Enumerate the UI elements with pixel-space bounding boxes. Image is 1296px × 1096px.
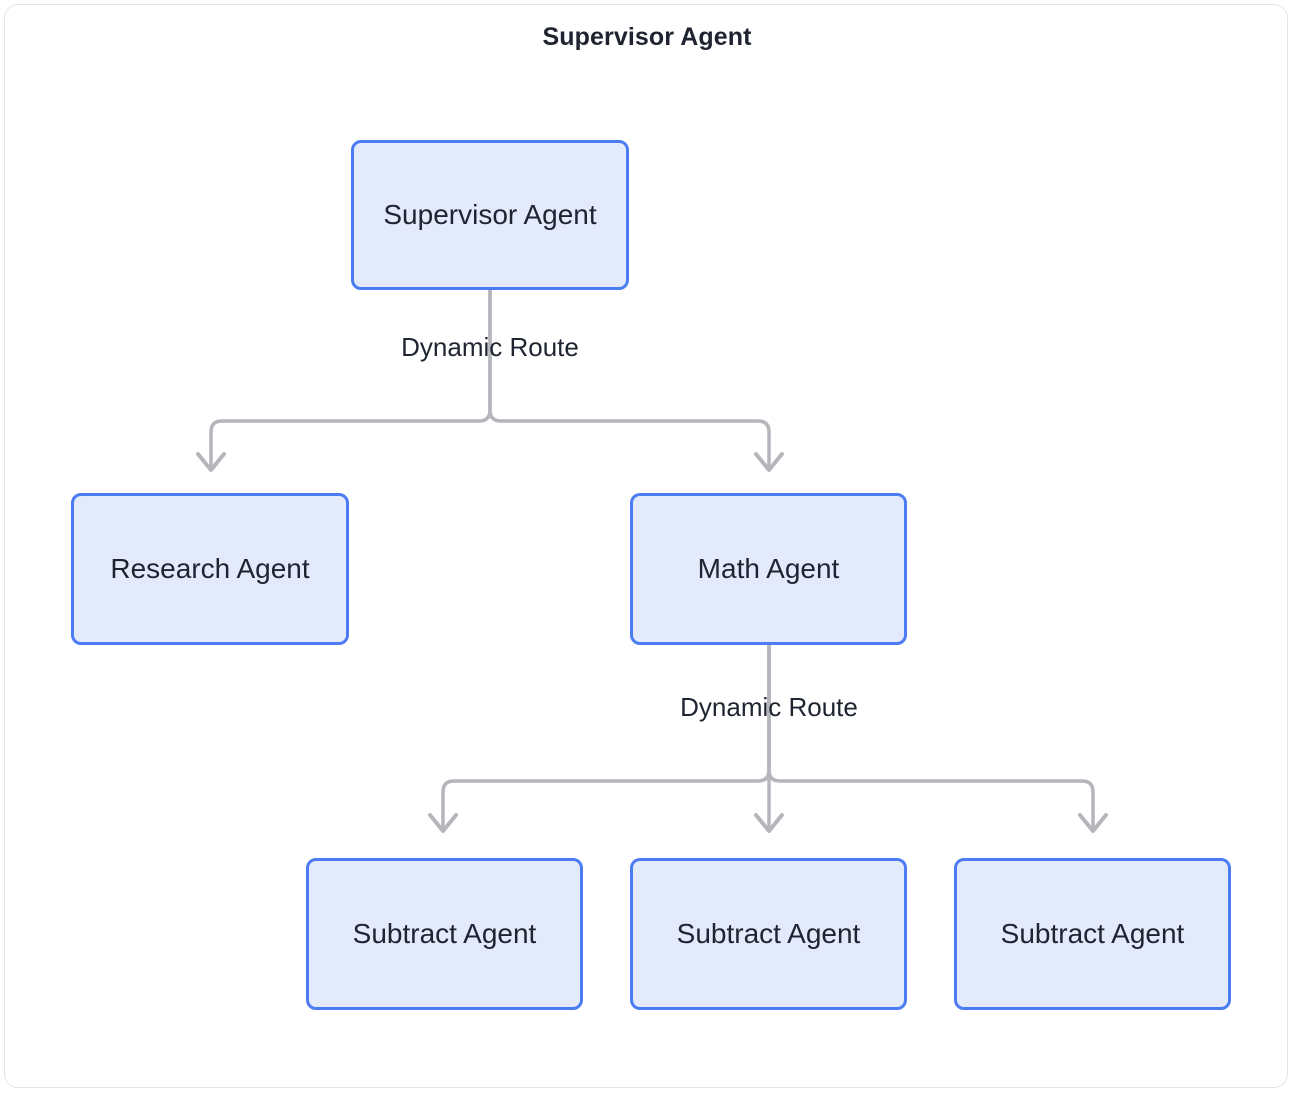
edge-math-trunk-left xyxy=(441,641,771,830)
edge-supervisor-to-math xyxy=(488,286,771,469)
edge-math-trunk-right xyxy=(767,641,1095,830)
edge-supervisor-arrowhead-right xyxy=(754,452,784,472)
edge-math-arrowhead-right xyxy=(1078,813,1108,833)
edge-math-arrowhead-left xyxy=(428,813,458,833)
node-research-agent[interactable]: Research Agent xyxy=(71,493,349,645)
edge-math-arrowhead-center xyxy=(754,813,784,833)
node-subtract-agent-1[interactable]: Subtract Agent xyxy=(306,858,583,1010)
node-math-agent[interactable]: Math Agent xyxy=(630,493,907,645)
edge-label-dynamic-route-bottom: Dynamic Route xyxy=(680,692,858,722)
edge-label-dynamic-route-top: Dynamic Route xyxy=(401,332,579,362)
edge-supervisor-trunk xyxy=(209,286,492,469)
node-subtract-agent-3[interactable]: Subtract Agent xyxy=(954,858,1231,1010)
node-supervisor-agent[interactable]: Supervisor Agent xyxy=(351,140,629,290)
diagram-frame: Supervisor Agent Dynamic Route Dynamic R… xyxy=(4,4,1288,1088)
node-subtract-agent-2[interactable]: Subtract Agent xyxy=(630,858,907,1010)
diagram-title: Supervisor Agent xyxy=(542,23,752,51)
edge-supervisor-arrowhead-left xyxy=(196,452,226,472)
